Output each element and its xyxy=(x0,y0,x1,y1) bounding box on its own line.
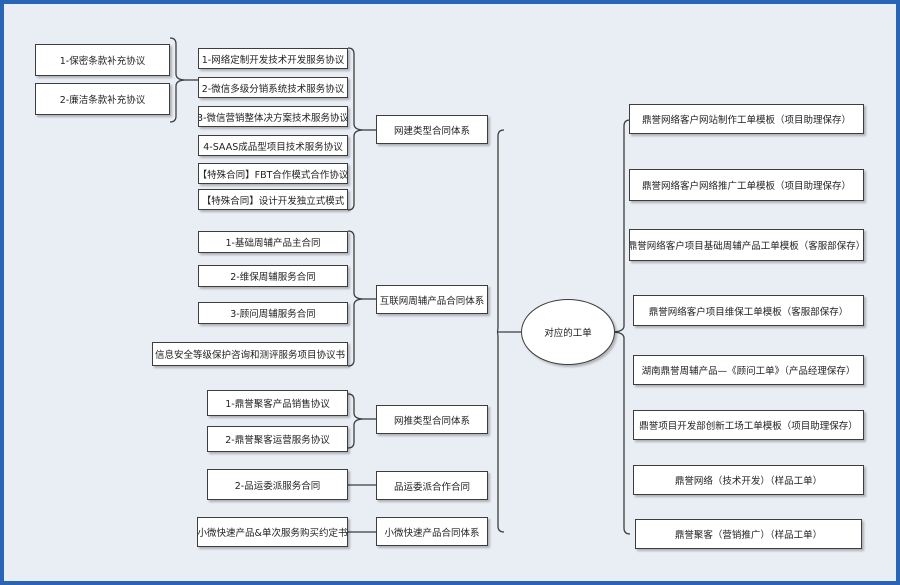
leaf-node-g1-2[interactable]: 2-微信多级分销系统技术服务协议 xyxy=(198,77,348,98)
leaf-node-g5-1[interactable]: 小微快速产品&单次服务购买约定书 xyxy=(197,517,348,547)
group-node-web-building-contracts[interactable]: 网建类型合同体系 xyxy=(376,115,488,144)
leaf-node-g2-3[interactable]: 3-顾问周辅服务合同 xyxy=(198,302,348,324)
leaf-node-g2-4[interactable]: 信息安全等级保护咨询和测评服务项目协议书 xyxy=(152,342,348,366)
right-node-2[interactable]: 鼎誉网络客户网络推广工单模板（项目助理保存） xyxy=(629,169,864,201)
leaf-node-g1-4[interactable]: 4-SAAS成品型项目技术服务协议 xyxy=(198,135,348,156)
root-node[interactable]: 对应的工单 xyxy=(521,299,615,365)
leaf-node-g1-3[interactable]: 3-微信营销整体决方案技术服务协议 xyxy=(198,106,348,127)
leaf-node-g1-1[interactable]: 1-网络定制开发技术开发服务协议 xyxy=(198,48,348,69)
leaf-node-g3-2[interactable]: 2-鼎誉聚客运营服务协议 xyxy=(207,426,348,452)
right-node-6[interactable]: 鼎誉项目开发部创新工场工单模板（项目助理保存） xyxy=(633,410,864,440)
leaf-node-g1-6[interactable]: 【特殊合同】设计开发独立式模式 xyxy=(198,189,348,210)
brace-far-left xyxy=(169,37,187,123)
leaf-node-g4-1[interactable]: 2-品运委派服务合同 xyxy=(207,469,348,500)
leaf-node-g3-1[interactable]: 1-鼎誉聚客产品销售协议 xyxy=(207,390,348,416)
brace-root-left xyxy=(496,129,505,533)
right-node-1[interactable]: 鼎誉网络客户网站制作工单模板（项目助理保存） xyxy=(629,104,864,134)
leaf-node-g2-2[interactable]: 2-维保周辅服务合同 xyxy=(198,265,348,287)
group-node-micro-product-contracts[interactable]: 小微快速产品合同体系 xyxy=(376,517,488,546)
brace-group-3 xyxy=(347,393,365,449)
brace-group-2 xyxy=(347,230,365,367)
group-node-brand-ops-contract[interactable]: 品运委派合作合同 xyxy=(376,471,488,500)
group-node-net-promotion-contracts[interactable]: 网推类型合同体系 xyxy=(376,405,488,434)
brace-group-1 xyxy=(347,47,365,211)
far-left-node-2[interactable]: 2-廉洁条款补充协议 xyxy=(35,83,170,115)
far-left-node-1[interactable]: 1-保密条款补充协议 xyxy=(35,44,170,76)
leaf-node-g2-1[interactable]: 1-基础周辅产品主合同 xyxy=(198,231,348,253)
right-node-8[interactable]: 鼎誉聚客（营销推广）（样品工单） xyxy=(635,519,862,549)
right-node-4[interactable]: 鼎誉网络客户项目维保工单模板（客服部保存） xyxy=(633,295,864,326)
right-node-3[interactable]: 鼎誉网络客户项目基础周辅产品工单模板（客服部保存） xyxy=(629,229,864,261)
right-node-7[interactable]: 鼎誉网络（技术开发）（样品工单） xyxy=(633,465,864,495)
group-node-internet-support-contracts[interactable]: 互联网周辅产品合同体系 xyxy=(376,285,488,314)
leaf-node-g1-5[interactable]: 【特殊合同】FBT合作模式合作协议 xyxy=(198,163,348,184)
right-node-5[interactable]: 湖南鼎誉周辅产品—《顾问工单》（产品经理保存） xyxy=(633,355,864,385)
